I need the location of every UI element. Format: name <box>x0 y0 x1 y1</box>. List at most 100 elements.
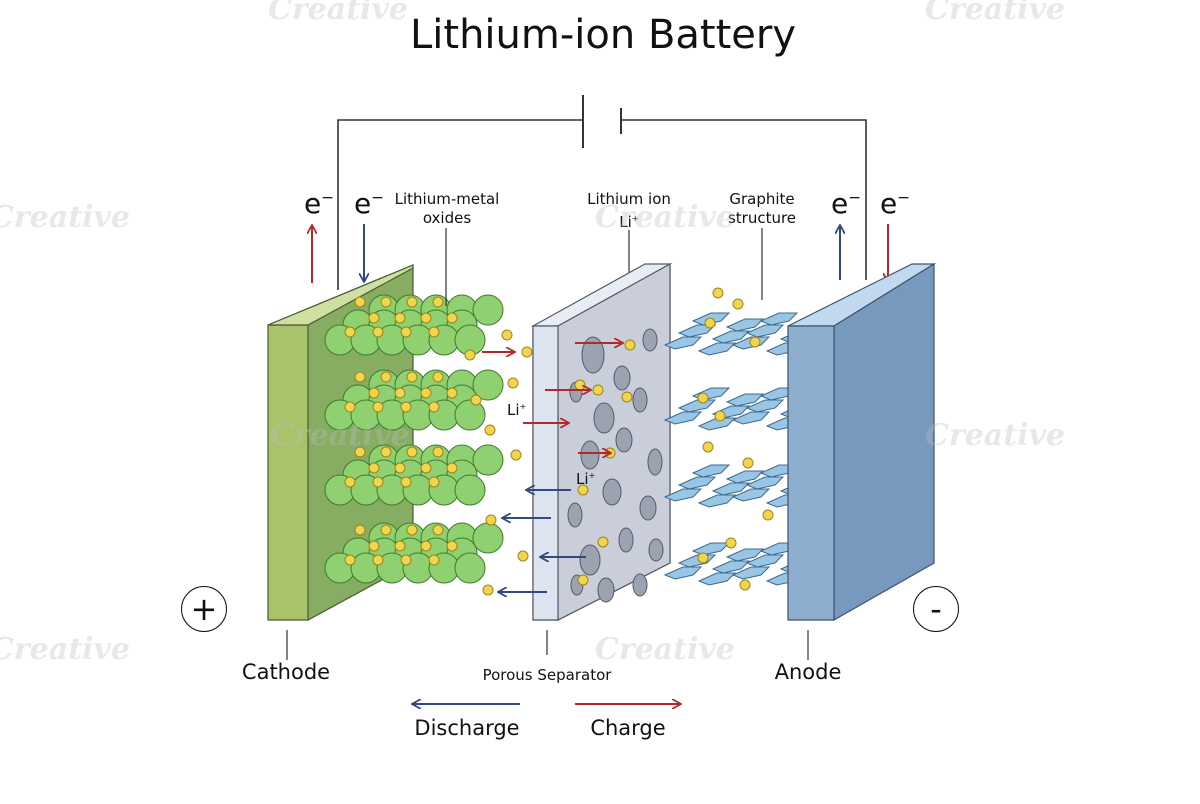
separator-pore <box>618 527 634 553</box>
lithium-ion-dot <box>368 387 380 399</box>
oxide-sphere <box>454 399 486 431</box>
lithium-ion-dot <box>344 476 356 488</box>
lithium-ion-dot <box>406 296 418 308</box>
lithium-ion-dot <box>372 326 384 338</box>
lithium-ion-dot <box>446 540 458 552</box>
lithium-ion-dot <box>446 312 458 324</box>
charge-label: Charge <box>590 716 666 740</box>
diagram-title: Lithium-ion Battery <box>410 12 796 58</box>
lithium-ion-dot <box>344 401 356 413</box>
lithium-ion <box>624 339 636 351</box>
lithium-ion-dot <box>344 554 356 566</box>
lithium-ion-label: Lithium ion Li+ <box>587 190 671 231</box>
lithium-ion-dot <box>400 554 412 566</box>
electron-arrows <box>312 224 888 283</box>
lithium-ion-dot <box>372 554 384 566</box>
separator-pore <box>632 573 648 597</box>
graphite-hexagon <box>725 470 765 484</box>
anode-plate <box>787 262 937 622</box>
lithium-ion-dot <box>394 462 406 474</box>
graphite-hexagon <box>697 572 737 586</box>
graphite-hexagon <box>745 554 785 568</box>
graphite-hexagon <box>677 476 717 490</box>
graphite-hexagon <box>725 548 765 562</box>
graphite-hexagon <box>677 324 717 338</box>
lithium-ion-dot <box>344 326 356 338</box>
graphite-hexagon <box>725 318 765 332</box>
separator-pore <box>580 440 600 470</box>
lithium-ion-dot <box>406 524 418 536</box>
lithium-ion <box>592 384 604 396</box>
separator-pore <box>639 495 657 521</box>
lithium-ion-dot <box>432 296 444 308</box>
lithium-ion <box>577 574 589 586</box>
graphite-hexagon <box>759 312 799 326</box>
graphite-hexagon <box>663 488 703 502</box>
graphite-hexagon <box>731 566 771 580</box>
lithium-ion-dot <box>428 476 440 488</box>
lithium-ion-dot <box>406 371 418 383</box>
electron-label-anode-in: e− <box>880 187 911 220</box>
cathode-label: Cathode <box>241 660 331 684</box>
porous-separator <box>530 262 673 621</box>
lithium-ion-dot <box>420 462 432 474</box>
graphite-hexagon <box>697 494 737 508</box>
lithium-ion <box>470 394 482 406</box>
graphite-structure-label: Graphite structure <box>727 190 797 227</box>
graphite-hexagon <box>745 324 785 338</box>
electron-label-cathode-out: e− <box>304 187 335 220</box>
lithium-ions <box>464 287 774 596</box>
graphite-hexagon <box>691 542 731 556</box>
separator-pore <box>567 502 583 528</box>
oxide-sphere <box>472 369 504 401</box>
graphite-hexagon <box>711 330 751 344</box>
lithium-ion-dot <box>400 326 412 338</box>
lithium-ion <box>732 298 744 310</box>
separator-pore <box>613 365 631 391</box>
lithium-ion-dot <box>354 446 366 458</box>
electron-label-anode-out: e− <box>831 187 862 220</box>
negative-terminal: - <box>913 586 959 632</box>
lithium-ion-dot <box>372 401 384 413</box>
separator-pores <box>567 328 664 603</box>
lithium-metal-oxide-spheres <box>324 294 504 584</box>
graphite-hexagon <box>697 342 737 356</box>
separator-pore <box>648 538 664 562</box>
lithium-ion-dot <box>432 371 444 383</box>
lithium-ion-dot <box>432 524 444 536</box>
lithium-ion-dot <box>354 524 366 536</box>
graphite-hexagon <box>663 336 703 350</box>
separator-pore <box>642 328 658 352</box>
lithium-ion <box>621 391 633 403</box>
lithium-ion <box>574 379 586 391</box>
lithium-ion <box>597 536 609 548</box>
lithium-ion <box>521 346 533 358</box>
oxide-sphere <box>472 294 504 326</box>
graphite-hexagon <box>731 488 771 502</box>
lithium-ion <box>704 317 716 329</box>
lithium-ion <box>517 550 529 562</box>
lithium-ion <box>510 449 522 461</box>
separator-pore <box>647 448 663 476</box>
lithium-ion-dot <box>420 312 432 324</box>
lithium-ion-dot <box>394 540 406 552</box>
lithium-ion-dot <box>380 524 392 536</box>
lithium-ion <box>702 441 714 453</box>
lithium-ion <box>464 349 476 361</box>
porous-separator-label: Porous Separator <box>482 666 612 684</box>
lithium-ion-dot <box>428 326 440 338</box>
graphite-hexagon <box>697 417 737 431</box>
lithium-ion-dot <box>428 554 440 566</box>
lithium-ion-dot <box>394 312 406 324</box>
external-circuit <box>337 95 867 290</box>
electron-label-cathode-in: e− <box>354 187 385 220</box>
lithium-ion-dot <box>372 476 384 488</box>
lithium-ion-dot <box>380 371 392 383</box>
separator-pore <box>615 427 633 453</box>
anode-label: Anode <box>774 660 842 684</box>
separator-pore <box>602 478 622 506</box>
lithium-ion-dot <box>446 462 458 474</box>
lithium-ion-dot <box>368 540 380 552</box>
